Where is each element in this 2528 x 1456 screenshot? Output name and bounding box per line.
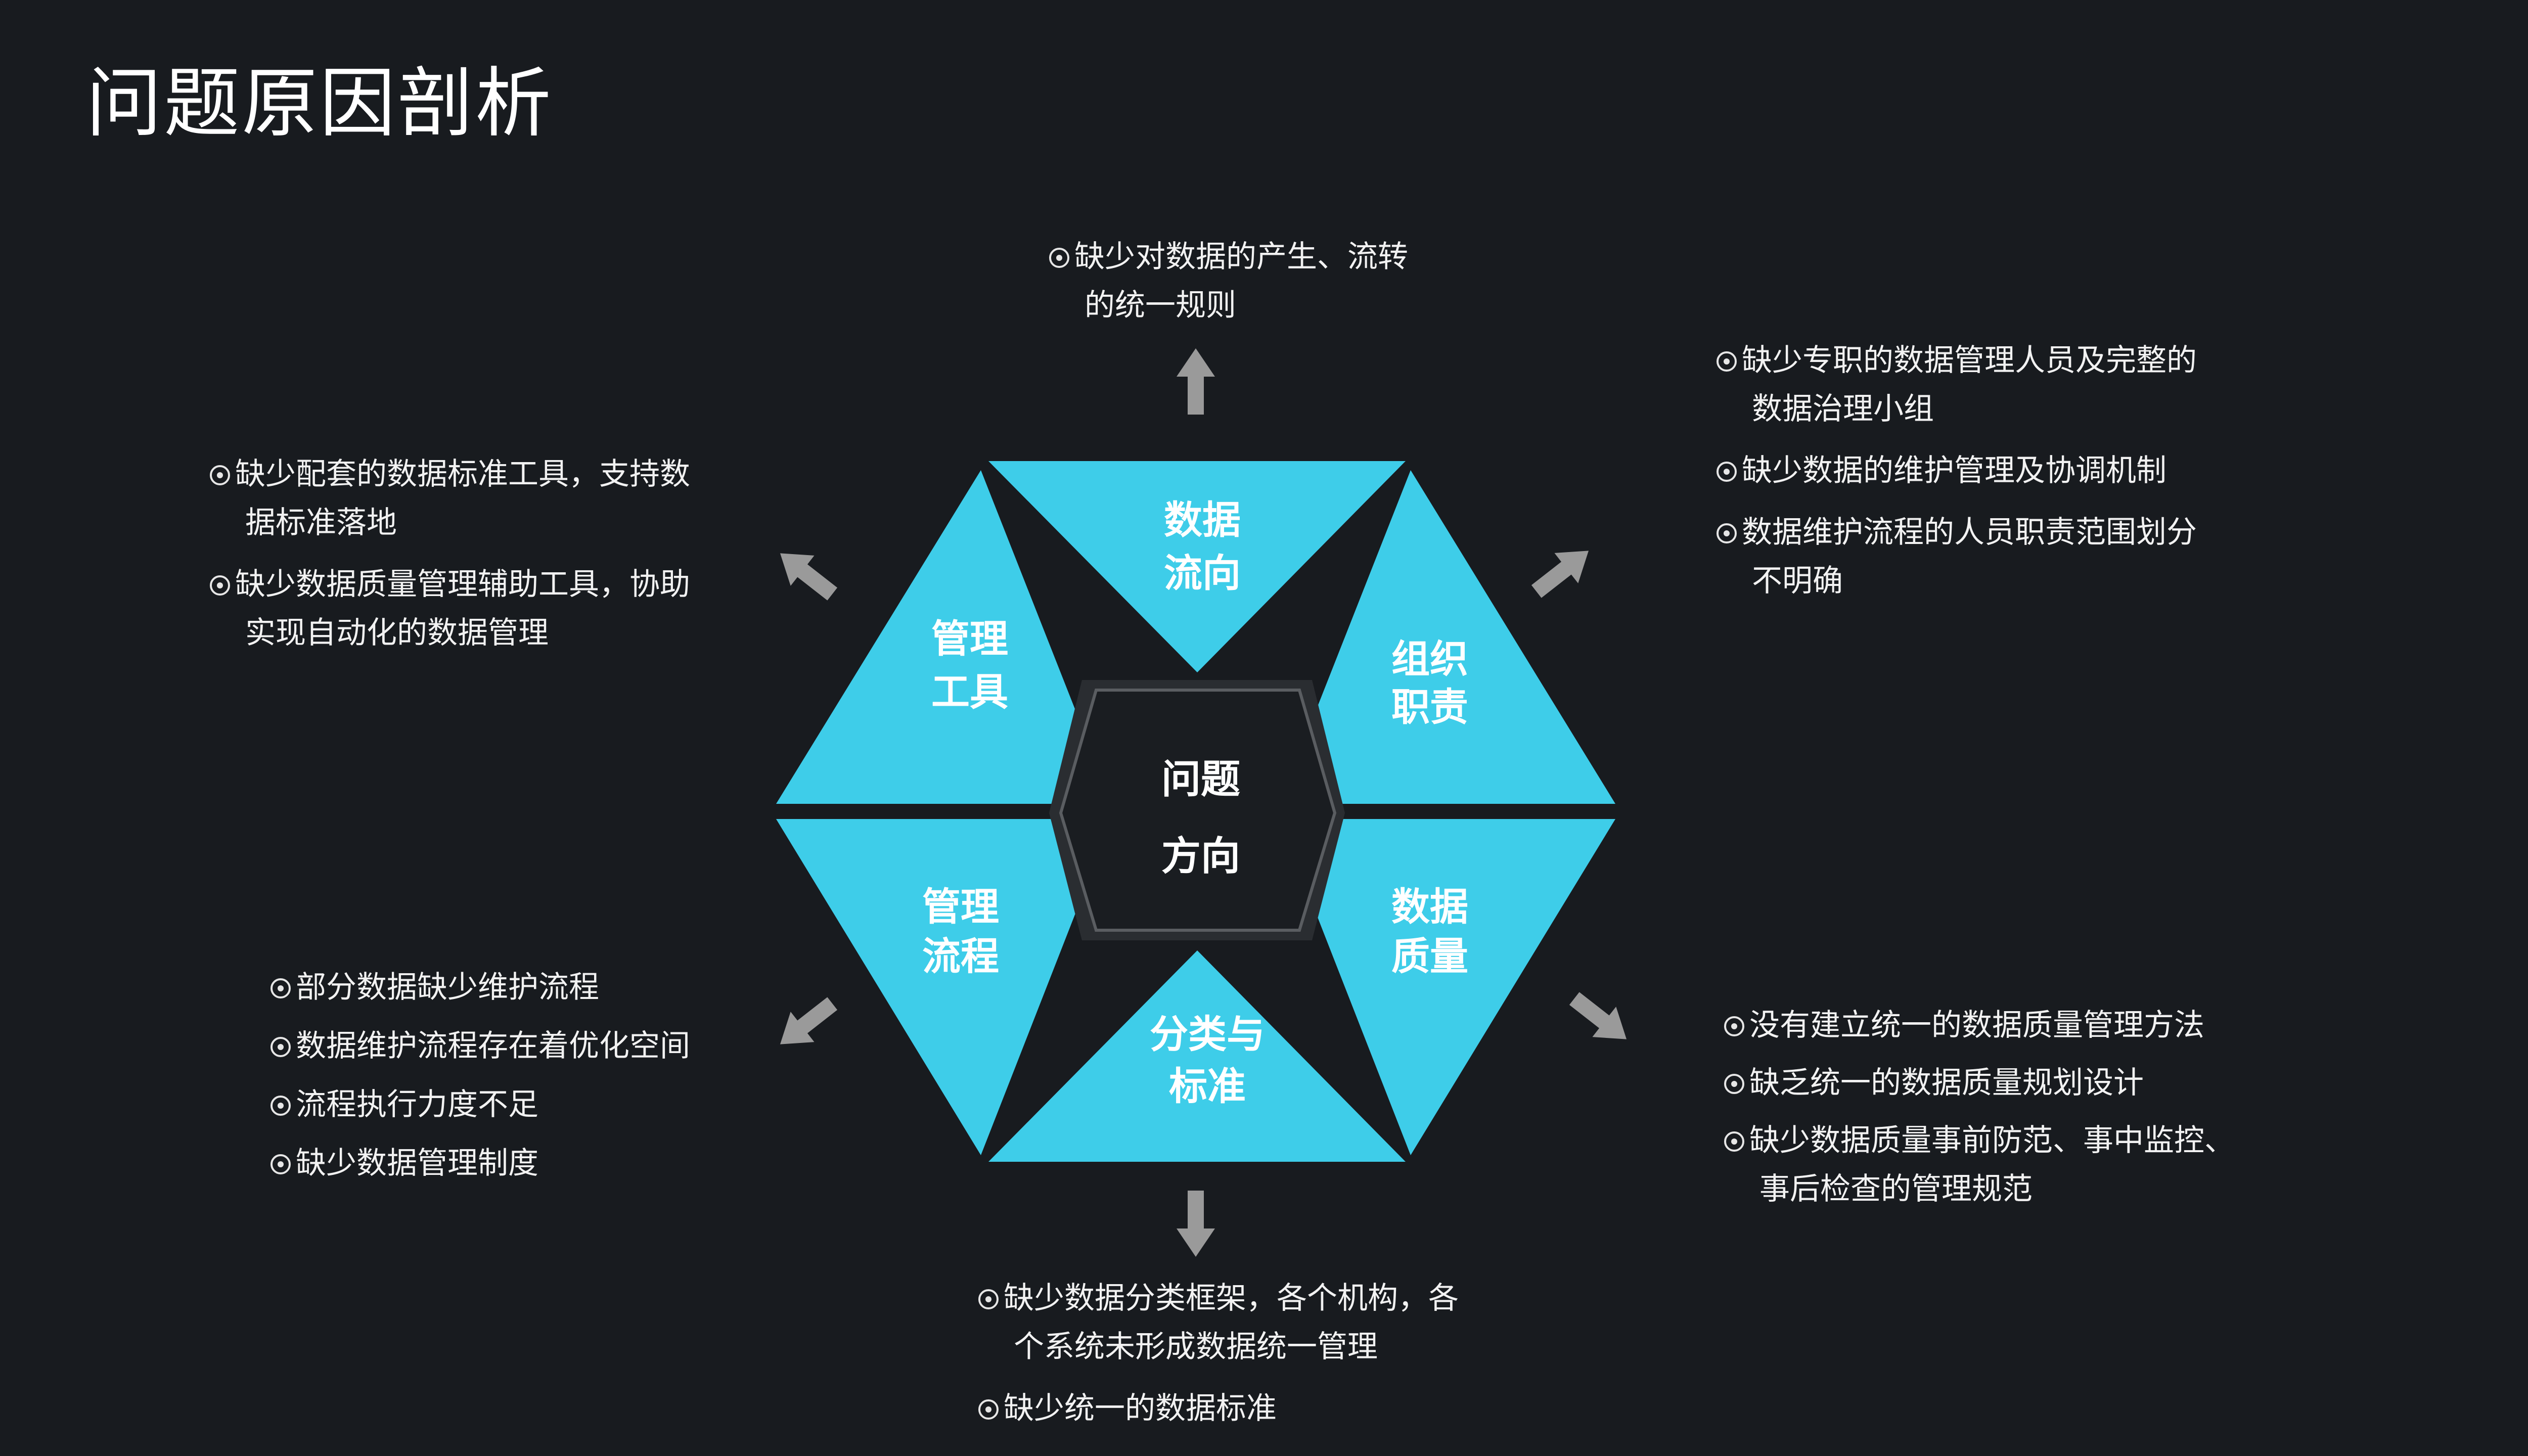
segment-lower-right-label-2: 质量 — [1391, 934, 1468, 979]
item-text-cont: 实现自动化的数据管理 — [245, 615, 549, 651]
item-text: 缺少专职的数据管理人员及完整的 — [1742, 343, 2197, 378]
item-text: 数据维护流程存在着优化空间 — [296, 1028, 690, 1064]
segment-upper-left-label-1: 管理 — [931, 616, 1008, 661]
list-item: 缺乏统一的数据质量规划设计 — [1724, 1059, 2235, 1107]
group-lower-left: 部分数据缺少维护流程 数据维护流程存在着优化空间 流程执行力度不足 缺少数据管理… — [270, 961, 690, 1195]
group-top: 缺少对数据的产生、流转 的统一规则 — [1049, 233, 1408, 343]
item-text: 缺少数据管理制度 — [296, 1146, 538, 1181]
bullet-icon — [1724, 1016, 1744, 1036]
item-text-cont: 据标准落地 — [245, 505, 397, 540]
list-item: 缺少数据质量管理辅助工具，协助 实现自动化的数据管理 — [210, 560, 690, 657]
group-bottom: 缺少数据分类框架，各个机构，各 个系统未形成数据统一管理 缺少统一的数据标准 — [978, 1274, 1459, 1446]
item-text-cont: 个系统未形成数据统一管理 — [1014, 1329, 1378, 1364]
segment-bottom[interactable] — [988, 950, 1406, 1162]
segment-lower-right-label-1: 数据 — [1391, 884, 1468, 929]
item-text: 缺少数据的维护管理及协调机制 — [1742, 453, 2166, 488]
item-text: 缺乏统一的数据质量规划设计 — [1749, 1065, 2144, 1101]
bullet-icon — [1717, 351, 1737, 372]
list-item: 数据维护流程的人员职责范围划分 不明确 — [1717, 508, 2197, 605]
item-text-cont: 数据治理小组 — [1752, 391, 1934, 427]
arrow-upper-left-icon — [780, 553, 838, 601]
bullet-icon — [1717, 523, 1737, 543]
segment-bottom-label-1: 分类与 — [1150, 1012, 1265, 1057]
list-item: 没有建立统一的数据质量管理方法 — [1724, 1001, 2235, 1050]
center-label-2: 方向 — [1161, 834, 1240, 879]
bullet-icon — [1717, 462, 1737, 482]
arrow-up-icon — [1177, 348, 1215, 415]
bullet-icon — [270, 1037, 291, 1057]
list-item: 数据维护流程存在着优化空间 — [270, 1019, 690, 1073]
item-text: 缺少数据分类框架，各个机构，各 — [1004, 1281, 1459, 1316]
segment-upper-left-label-2: 工具 — [931, 669, 1008, 714]
item-text: 流程执行力度不足 — [296, 1087, 538, 1122]
item-text-cont: 事后检查的管理规范 — [1759, 1171, 2033, 1207]
bullet-icon — [978, 1289, 999, 1309]
list-item: 缺少专职的数据管理人员及完整的 数据治理小组 — [1717, 336, 2197, 433]
arrow-lower-left-icon — [780, 997, 838, 1044]
bullet-icon — [270, 978, 291, 998]
arrow-upper-right-icon — [1531, 551, 1589, 598]
segment-upper-right-label-2: 职责 — [1391, 685, 1468, 730]
bullet-icon — [270, 1154, 291, 1174]
item-text: 没有建立统一的数据质量管理方法 — [1749, 1008, 2204, 1043]
arrow-down-icon — [1177, 1191, 1215, 1257]
bullet-icon — [210, 465, 230, 485]
list-item: 缺少对数据的产生、流转 的统一规则 — [1049, 233, 1408, 330]
list-item: 缺少数据分类框架，各个机构，各 个系统未形成数据统一管理 — [978, 1274, 1459, 1371]
item-text-cont: 的统一规则 — [1085, 288, 1236, 323]
segment-top-label-1: 数据 — [1164, 497, 1241, 542]
bullet-icon — [1049, 248, 1069, 268]
list-item: 缺少数据的维护管理及协调机制 — [1717, 446, 2197, 495]
segment-lower-left-label-1: 管理 — [922, 884, 999, 929]
center-hexagon[interactable] — [1059, 689, 1337, 932]
list-item: 缺少数据管理制度 — [270, 1136, 690, 1190]
item-text: 缺少数据质量事前防范、事中监控、 — [1749, 1123, 2235, 1158]
item-text: 缺少数据质量管理辅助工具，协助 — [235, 567, 690, 602]
segment-upper-right[interactable] — [1279, 470, 1615, 804]
arrow-lower-right-icon — [1569, 992, 1627, 1039]
segment-lower-left-label-2: 流程 — [922, 934, 999, 979]
list-item: 流程执行力度不足 — [270, 1078, 690, 1131]
page-title: 问题原因剖析 — [86, 60, 554, 148]
item-text: 缺少对数据的产生、流转 — [1074, 239, 1408, 275]
list-item: 缺少统一的数据标准 — [978, 1384, 1459, 1433]
bullet-icon — [270, 1096, 291, 1116]
item-text: 缺少统一的数据标准 — [1004, 1391, 1277, 1426]
center-label-1: 问题 — [1161, 757, 1240, 802]
group-upper-left: 缺少配套的数据标准工具，支持数 据标准落地 缺少数据质量管理辅助工具，协助 实现… — [210, 450, 690, 670]
bullet-icon — [1724, 1131, 1744, 1152]
segment-lower-left[interactable] — [776, 819, 1112, 1155]
item-text: 数据维护流程的人员职责范围划分 — [1742, 515, 2197, 550]
segment-lower-right[interactable] — [1279, 819, 1615, 1155]
list-item: 缺少数据质量事前防范、事中监控、 事后检查的管理规范 — [1724, 1116, 2235, 1213]
segment-upper-right-label-1: 组织 — [1391, 636, 1468, 681]
list-item: 缺少配套的数据标准工具，支持数 据标准落地 — [210, 450, 690, 547]
item-text: 部分数据缺少维护流程 — [296, 970, 599, 1005]
bullet-icon — [978, 1399, 999, 1420]
bullet-icon — [210, 575, 230, 596]
segment-bottom-label-2: 标准 — [1169, 1064, 1246, 1109]
bullet-icon — [1724, 1074, 1744, 1094]
segment-upper-left[interactable] — [776, 470, 1112, 804]
group-upper-right: 缺少专职的数据管理人员及完整的 数据治理小组 缺少数据的维护管理及协调机制 数据… — [1717, 336, 2197, 618]
segment-top[interactable] — [988, 461, 1406, 672]
item-text-cont: 不明确 — [1752, 563, 1843, 599]
segment-top-label-2: 流向 — [1164, 551, 1241, 596]
list-item: 部分数据缺少维护流程 — [270, 961, 690, 1014]
item-text: 缺少配套的数据标准工具，支持数 — [235, 457, 690, 492]
group-lower-right: 没有建立统一的数据质量管理方法 缺乏统一的数据质量规划设计 缺少数据质量事前防范… — [1724, 1001, 2235, 1226]
